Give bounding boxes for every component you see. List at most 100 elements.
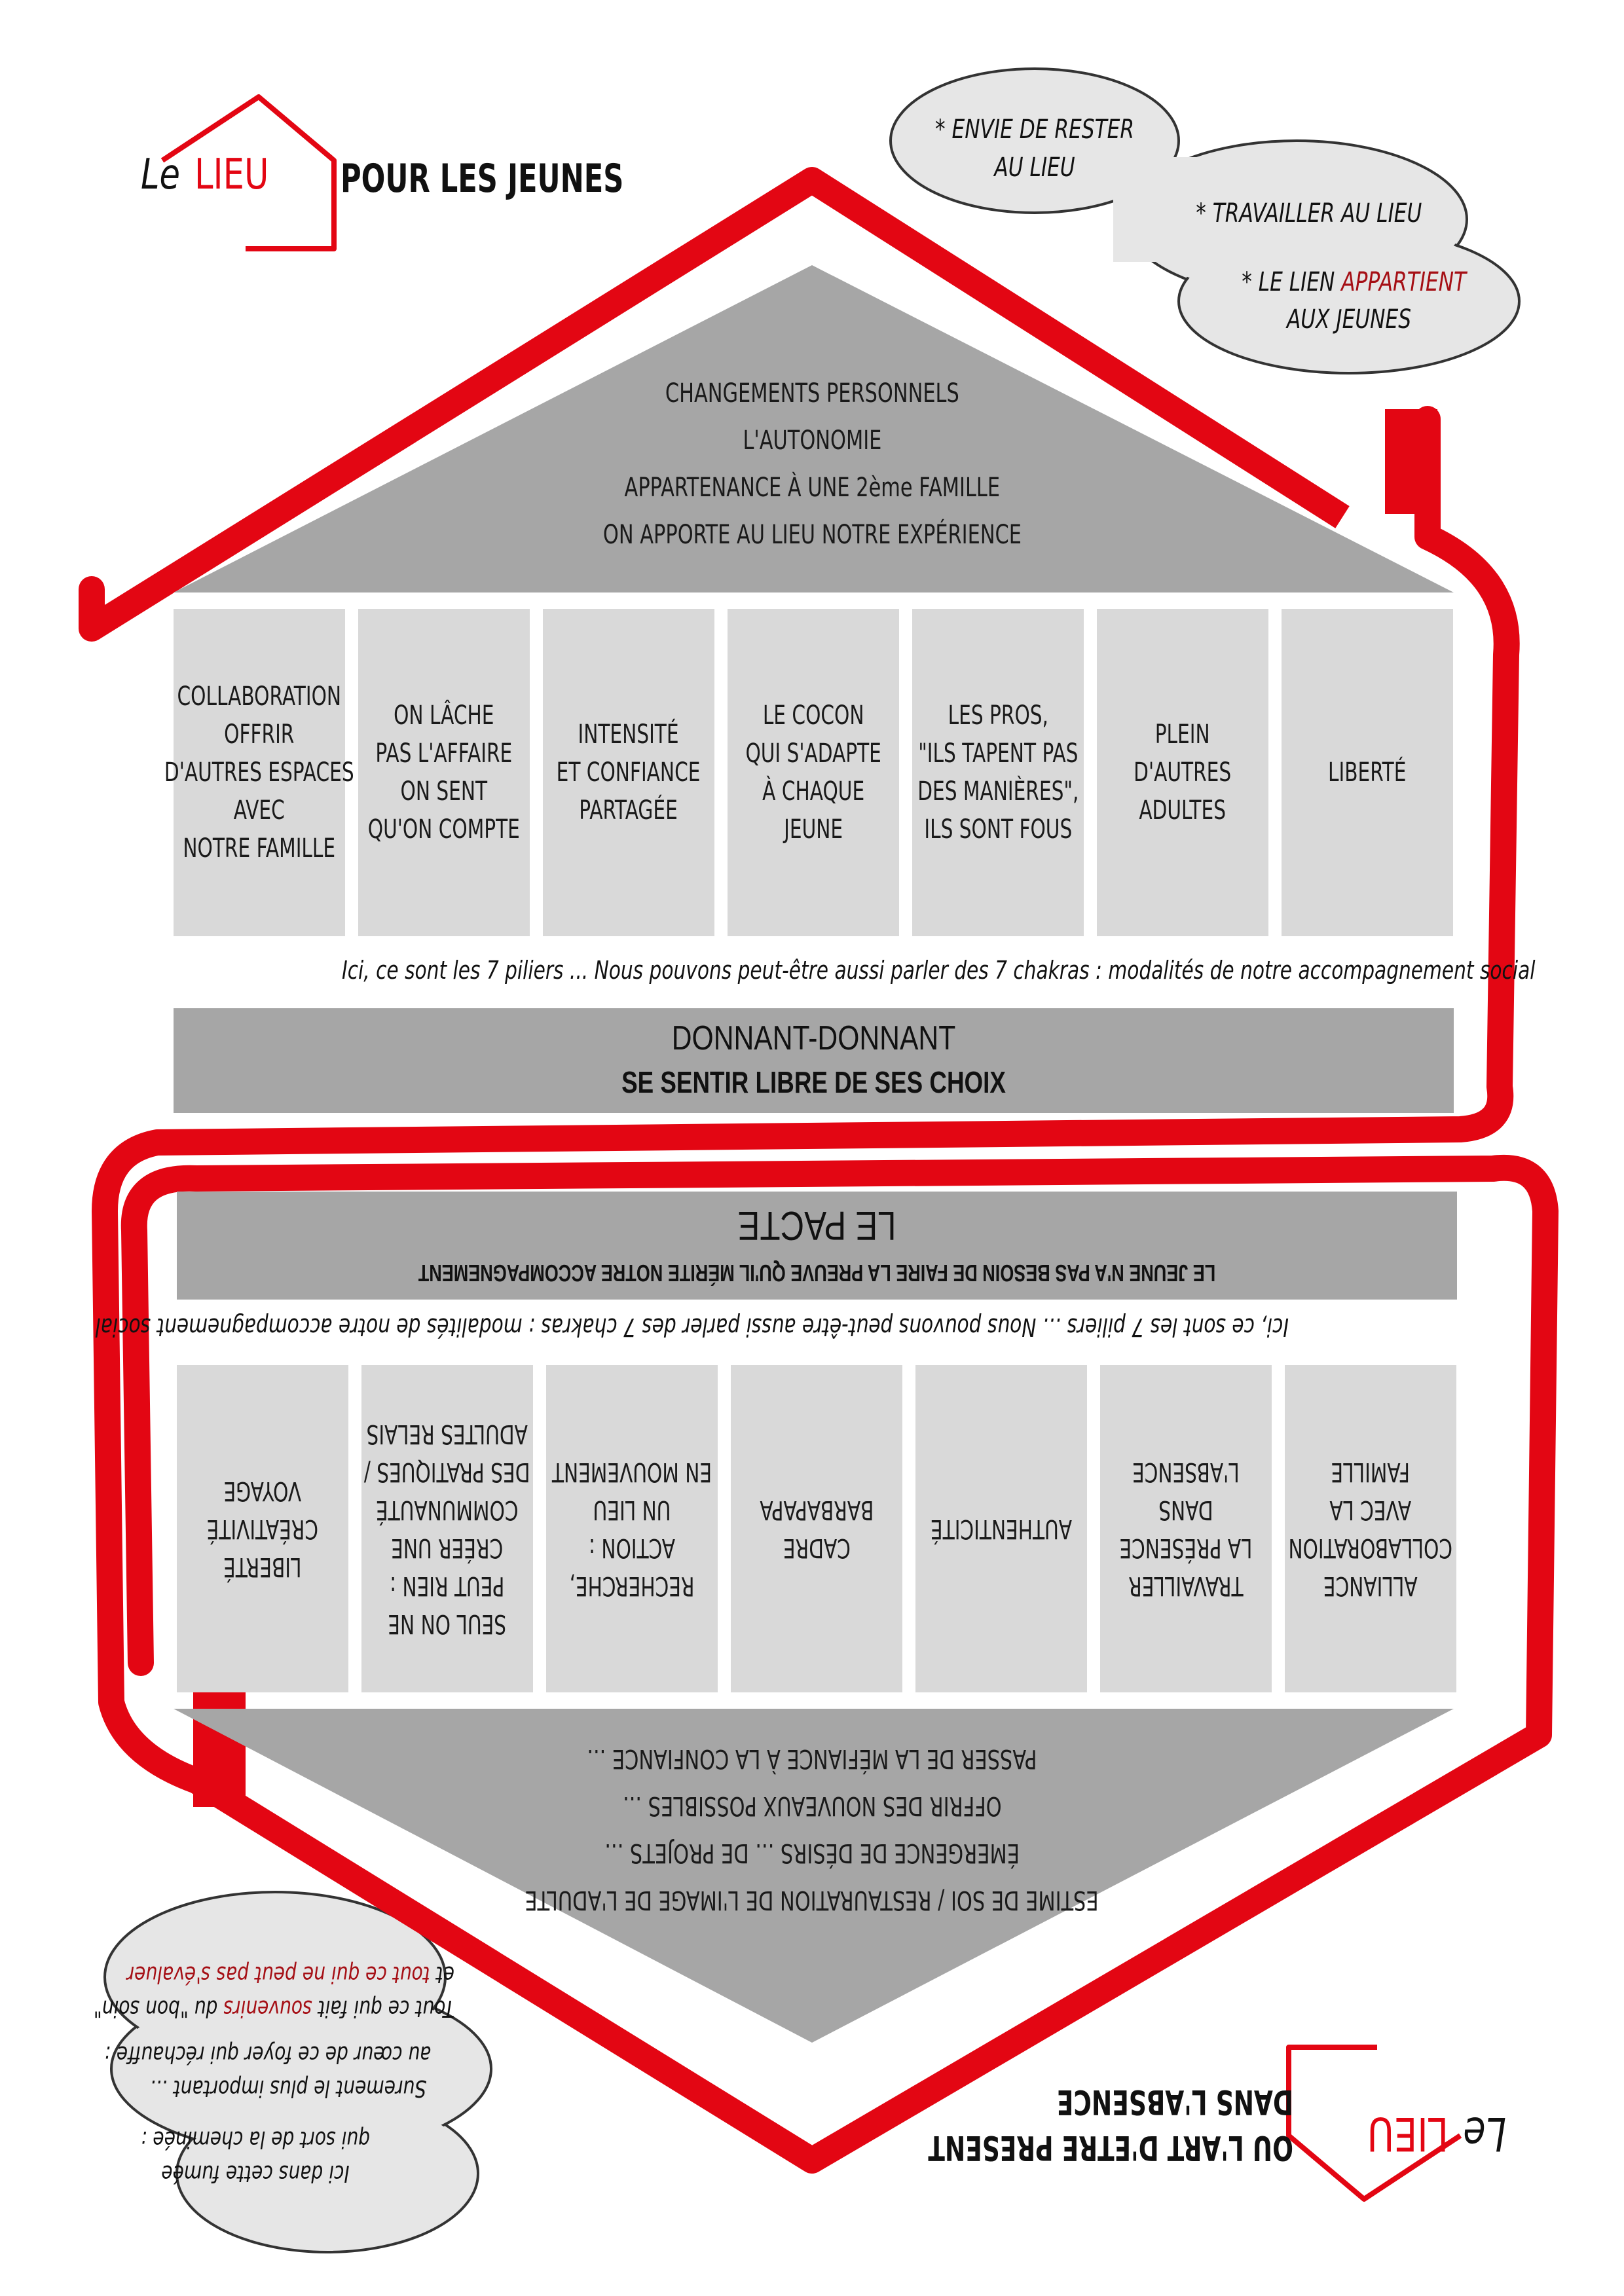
bottom-logo-le: Le xyxy=(1463,2107,1506,2160)
pillar-label-line: ON LÂCHE xyxy=(394,701,494,731)
top-cloud-line-1: * ENVIE DE RESTER xyxy=(934,115,1135,145)
pillar-label-line: DES MANIÈRES", xyxy=(917,776,1079,807)
bottom-header-title-1: OU L'ART D'ETRE PRESENT xyxy=(928,2128,1293,2167)
bottom-pillars-4: CADRE BARBAPAPA xyxy=(731,1365,902,1692)
top-note: Ici, ce sont les 7 piliers ... Nous pouv… xyxy=(174,956,1535,985)
top-roof-triangle xyxy=(174,265,1454,592)
top-logo-lieu: LIEU xyxy=(194,151,269,199)
pillar-label-line: CRÉER UNE xyxy=(391,1533,504,1563)
pillar-label-line: LIBERTÉ xyxy=(1328,757,1407,788)
top-cloud-line-3: * TRAVAILLER AU LIEU xyxy=(1196,198,1422,228)
pillar-label-line: OFFRIR xyxy=(224,720,295,750)
pillar-label: SEUL ON NE PEUT RIEN : CRÉER UNE COMMUNAUTÉ… xyxy=(364,1415,530,1643)
top-logo-house-icon xyxy=(160,94,337,251)
pillar-label-line: QUI S'ADAPTE xyxy=(745,738,881,769)
top-pillars-2: ON LÂCHE PAS L'AFFAIRE ON SENT QU'ON COMPTE xyxy=(358,609,530,936)
bottom-note: Ici, ce sont les 7 piliers ... Nous pouv… xyxy=(96,1313,1457,1341)
pillar-label-line: CRÉATIVITÉ xyxy=(206,1514,319,1544)
top-band: DONNANT-DONNANT SE SENTIR LIBRE DE SES C… xyxy=(174,1008,1454,1113)
top-header-title: POUR LES JEUNES xyxy=(341,156,624,202)
pillar-label-line: DES PRATIQUES / xyxy=(364,1457,530,1487)
pillar-label-line: QU'ON COMPTE xyxy=(367,814,521,845)
pillar-label-line: LES PROS, xyxy=(948,701,1048,731)
pillar-label-line: SEUL ON NE xyxy=(388,1609,507,1639)
pillar-label-line: JEUNE xyxy=(784,814,843,845)
top-cloud-line-2: AU LIEU xyxy=(994,153,1075,183)
top-cloud-line-4-prefix: * LE LIEN xyxy=(1242,267,1342,297)
bottom-logo-lieu: LIEU xyxy=(1367,2107,1449,2160)
top-roof-line-1: CHANGEMENTS PERSONNELS xyxy=(665,378,959,409)
pillar-label-line: RECHERCHE, xyxy=(569,1571,695,1601)
bottom-cloud-line-3: Surement le plus important ... xyxy=(149,2075,427,2102)
pillar-label-line: DANS xyxy=(1158,1495,1213,1525)
pillar-label-line: PEUT RIEN : xyxy=(390,1571,505,1601)
pillar-label-line: À CHAQUE xyxy=(762,776,864,807)
pillar-label: RECHERCHE, ACTION : UN LIEU EN MOUVEMENT xyxy=(552,1453,712,1605)
bottom-cloud-highlight-1: souvenirs xyxy=(223,1995,312,2022)
bottom-pillars-6: SEUL ON NE PEUT RIEN : CRÉER UNE COMMUNAUTÉ… xyxy=(361,1365,533,1692)
bottom-header-title-2: DANS L'ABSENCE xyxy=(1056,2082,1293,2121)
pillar-label-line: EN MOUVEMENT xyxy=(551,1457,712,1487)
pillar-label-line: ON SENT xyxy=(400,776,488,807)
bottom-cloud-line-2: qui sort de la cheminée : xyxy=(140,2126,371,2153)
bottom-roof-line-2: ÉMERGENCE DE DÉSIRS ... DE PROJETS ... xyxy=(604,1838,1020,1868)
top-band-line-1: DONNANT-DONNANT xyxy=(671,1019,956,1057)
pillar-label-line: UN LIEU xyxy=(593,1495,671,1525)
pillar-label-line: ALLIANCE xyxy=(1323,1571,1418,1601)
pillar-label-line: FAMILLE xyxy=(1331,1457,1411,1487)
bottom-roof-line-3: OFFRIR DES NOUVEAUX POSSIBLES ... xyxy=(622,1791,1002,1821)
top-cloud-highlight: APPARTIENT xyxy=(1341,267,1467,297)
bottom-note-text: Ici, ce sont les 7 piliers ... Nous pouv… xyxy=(95,1313,1289,1341)
pillar-label-line: COLLABORATION xyxy=(1288,1533,1453,1563)
bottom-cloud-line-6-prefix: et xyxy=(430,1961,454,1988)
pillar-label: LIBERTÉ xyxy=(1328,754,1406,792)
pillar-label-line: PAS L'AFFAIRE xyxy=(375,738,513,769)
bottom-band-line-2: LE JEUNE N'A PAS BESOIN DE FAIRE LA PREU… xyxy=(418,1260,1216,1286)
bottom-cloud-line-6: et tout ce qui ne peut pas s'évaluer xyxy=(127,1961,454,1988)
pillar-label-line: L'ABSENCE xyxy=(1132,1457,1240,1487)
top-cloud-text: * ENVIE DE RESTER AU LIEU * TRAVAILLER A… xyxy=(904,108,1559,344)
pillar-label-line: ET CONFIANCE xyxy=(557,757,701,788)
bottom-roof-text: ESTIME DE SOI / RESTAURATION DE L'IMAGE … xyxy=(354,1735,1270,1923)
pillar-label: ON LÂCHE PAS L'AFFAIRE ON SENT QU'ON COMPTE xyxy=(368,697,520,848)
bottom-roof-line-1: ESTIME DE SOI / RESTAURATION DE L'IMAGE … xyxy=(525,1885,1099,1915)
bottom-cloud-line-1: Ici dans cette fumée xyxy=(161,2160,350,2187)
pillar-label-line: CADRE xyxy=(783,1533,851,1563)
bottom-band: LE PACTE LE JEUNE N'A PAS BESOIN DE FAIR… xyxy=(177,1192,1457,1300)
bottom-logo-house-icon xyxy=(1286,2045,1462,2202)
pillar-label-line: COLLABORATION xyxy=(177,682,342,712)
bottom-header: Le LIEU OU L'ART D'ETRE PRESENT DANS L'A… xyxy=(928,2062,1506,2180)
bottom-cloud-highlight-2: tout ce qui ne peut pas s'évaluer xyxy=(126,1961,430,1988)
top-note-text: Ici, ce sont les 7 piliers ... Nous pouv… xyxy=(342,956,1536,985)
pillar-label-line: D'AUTRES ESPACES xyxy=(164,757,354,788)
bottom-cloud-text: Ici dans cette fumée qui sort de la chem… xyxy=(92,1918,511,2193)
top-cloud-line-4: * LE LIEN APPARTIENT xyxy=(1242,267,1466,297)
top-band-line-2: SE SENTIR LIBRE DE SES CHOIX xyxy=(621,1065,1006,1099)
pillar-label-line: COMMUNAUTÉ xyxy=(376,1495,519,1525)
top-pillars-7: LIBERTÉ xyxy=(1282,609,1453,936)
pillar-label: AUTHENTICITÉ xyxy=(931,1510,1072,1548)
bottom-band-line-1: LE PACTE xyxy=(737,1203,896,1248)
bottom-cloud-line-4: au cœur de ce foyer qui réchauffe : xyxy=(104,2041,432,2068)
bottom-cloud-line-5-suffix: du "bon soin" xyxy=(93,1995,224,2022)
pillar-label-line: ACTION : xyxy=(588,1533,676,1563)
pillar-label-line: AVEC xyxy=(234,795,285,826)
top-cloud-line-5: AUX JEUNES xyxy=(1286,304,1412,335)
pillar-label-line: VOYAGE xyxy=(223,1476,302,1506)
pillar-label-line: ADULTES RELAIS xyxy=(366,1419,528,1449)
top-roof-line-3: APPARTENANCE À UNE 2ème FAMILLE xyxy=(624,473,1000,503)
pillar-label-line: BARBAPAPA xyxy=(759,1495,874,1525)
